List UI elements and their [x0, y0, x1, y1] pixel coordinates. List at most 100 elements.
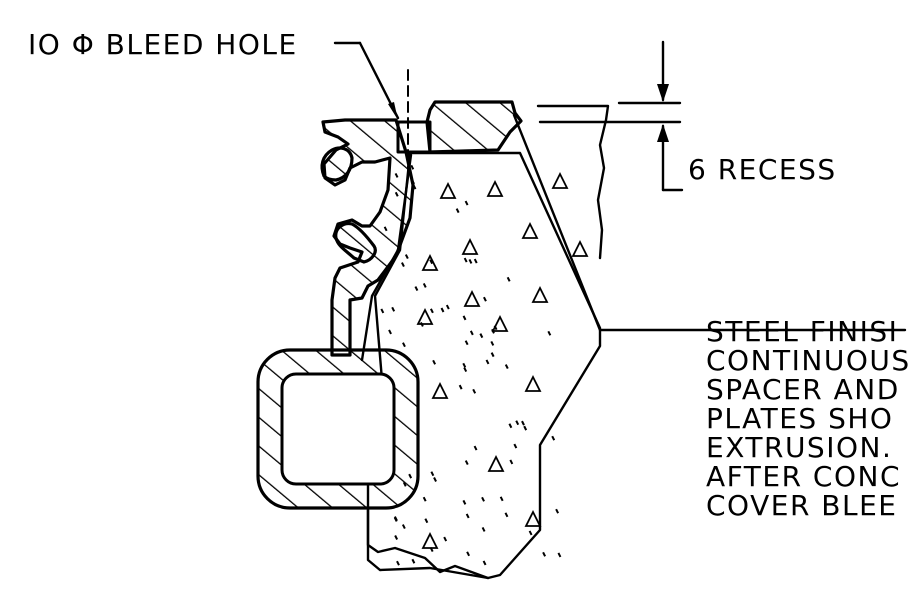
- stipple-dot: [419, 321, 424, 327]
- aggregate-mark: [461, 237, 479, 255]
- stipple-dot: [393, 516, 398, 522]
- recess-dimension: [538, 40, 684, 192]
- stipple-dot: [424, 518, 429, 524]
- stipple-dot: [440, 307, 445, 313]
- stipple-dot: [504, 364, 509, 369]
- aggregate-mark: [487, 454, 505, 472]
- stipple-dot: [422, 282, 427, 288]
- tube-section: [256, 348, 420, 510]
- stipple-dot: [468, 258, 473, 264]
- stipple-dot: [523, 425, 528, 431]
- stipple-dot: [528, 530, 533, 536]
- stipple-dot: [401, 262, 405, 268]
- stipple-dot: [504, 512, 509, 518]
- aggregate-mark: [421, 531, 439, 549]
- stipple-dot: [490, 352, 495, 358]
- stipple-dot: [464, 200, 469, 206]
- note-line: PLATES SHO: [706, 402, 893, 435]
- aggregate-mark: [571, 239, 589, 257]
- stipple-dot: [465, 513, 470, 519]
- stipple-dot: [430, 308, 434, 314]
- concrete-stipple: [380, 164, 589, 566]
- stipple-dot: [401, 524, 406, 530]
- stipple-dot: [555, 508, 559, 514]
- stipple-dot: [464, 460, 469, 465]
- stipple-dot: [482, 560, 487, 566]
- stipple-dot: [458, 384, 463, 390]
- stipple-dot: [462, 362, 467, 368]
- recess-label: 6 RECESS: [688, 153, 837, 186]
- stipple-dot: [394, 535, 399, 540]
- stipple-dot: [443, 536, 448, 542]
- stipple-dot: [429, 547, 434, 553]
- stipple-dot: [485, 359, 490, 365]
- stipple-dot: [455, 208, 460, 214]
- stipple-dot: [388, 329, 392, 335]
- stipple-dot: [396, 560, 400, 566]
- stipple-dot: [410, 164, 415, 170]
- stipple-dot: [499, 496, 504, 502]
- stipple-dot: [473, 258, 478, 264]
- note-line: EXTRUSION.: [706, 431, 892, 464]
- stipple-dot: [445, 304, 450, 310]
- aggregate-mark: [524, 374, 542, 392]
- stipple-dot: [506, 276, 511, 282]
- stipple-dot: [462, 315, 467, 321]
- aggregate-mark: [491, 314, 509, 332]
- stipple-dot: [414, 286, 419, 292]
- stipple-dot: [380, 308, 385, 314]
- steel-finish-note: STEEL FINISI CONTINUOUS SPACER AND PLATE…: [706, 315, 911, 522]
- stipple-dot: [472, 388, 477, 394]
- concrete-edges: [360, 104, 907, 580]
- bleed-hole-label: IO Φ BLEED HOLE: [28, 28, 298, 61]
- stipple-dot: [404, 254, 409, 259]
- aggregate-mark: [439, 181, 457, 199]
- stipple-dot: [462, 499, 467, 505]
- stipple-dot: [391, 306, 396, 312]
- aggregate-mark: [463, 289, 481, 307]
- stipple-dot: [513, 443, 518, 449]
- stipple-dot: [481, 526, 486, 532]
- note-line: STEEL FINISI: [706, 315, 898, 348]
- aggregate-mark: [486, 179, 504, 197]
- stipple-dot: [479, 333, 484, 339]
- stipple-dot: [515, 420, 520, 426]
- stipple-dot: [469, 330, 474, 336]
- stipple-dot: [411, 558, 416, 564]
- bleed-hole-marker: [333, 41, 409, 171]
- stipple-dot: [491, 328, 495, 334]
- stipple-dot: [509, 459, 514, 465]
- stipple-dot: [429, 259, 434, 265]
- stipple-dot: [547, 330, 552, 336]
- stipple-dot: [432, 359, 437, 365]
- top-steel-plate: [396, 100, 523, 154]
- stipple-dot: [490, 341, 495, 346]
- aggregate-mark: [551, 171, 569, 189]
- note-line: CONTINUOUS: [706, 344, 911, 377]
- stipple-dot: [466, 551, 470, 557]
- note-line: AFTER CONC: [706, 460, 901, 493]
- stipple-dot: [483, 296, 487, 302]
- stipple-dot: [481, 496, 485, 502]
- stipple-dot: [473, 445, 478, 451]
- stipple-dot: [551, 435, 556, 441]
- stipple-dot: [463, 367, 468, 373]
- stipple-dot: [557, 552, 562, 558]
- stipple-dot: [422, 496, 427, 502]
- note-line: COVER BLEE: [706, 489, 898, 522]
- aggregate-mark: [416, 307, 434, 325]
- stipple-dot: [493, 325, 498, 331]
- stipple-dot: [542, 551, 546, 557]
- stipple-dot: [430, 471, 435, 477]
- stipple-dot: [521, 420, 525, 426]
- note-line: SPACER AND: [706, 373, 900, 406]
- aggregate-mark: [431, 381, 449, 399]
- aggregate-mark: [421, 253, 439, 271]
- aggregate-mark: [524, 509, 542, 527]
- stipple-dot: [433, 477, 437, 482]
- aggregate-mark: [531, 285, 549, 303]
- stipple-dot: [508, 423, 513, 429]
- stipple-dot: [402, 342, 406, 348]
- aggregate-mark: [521, 221, 539, 239]
